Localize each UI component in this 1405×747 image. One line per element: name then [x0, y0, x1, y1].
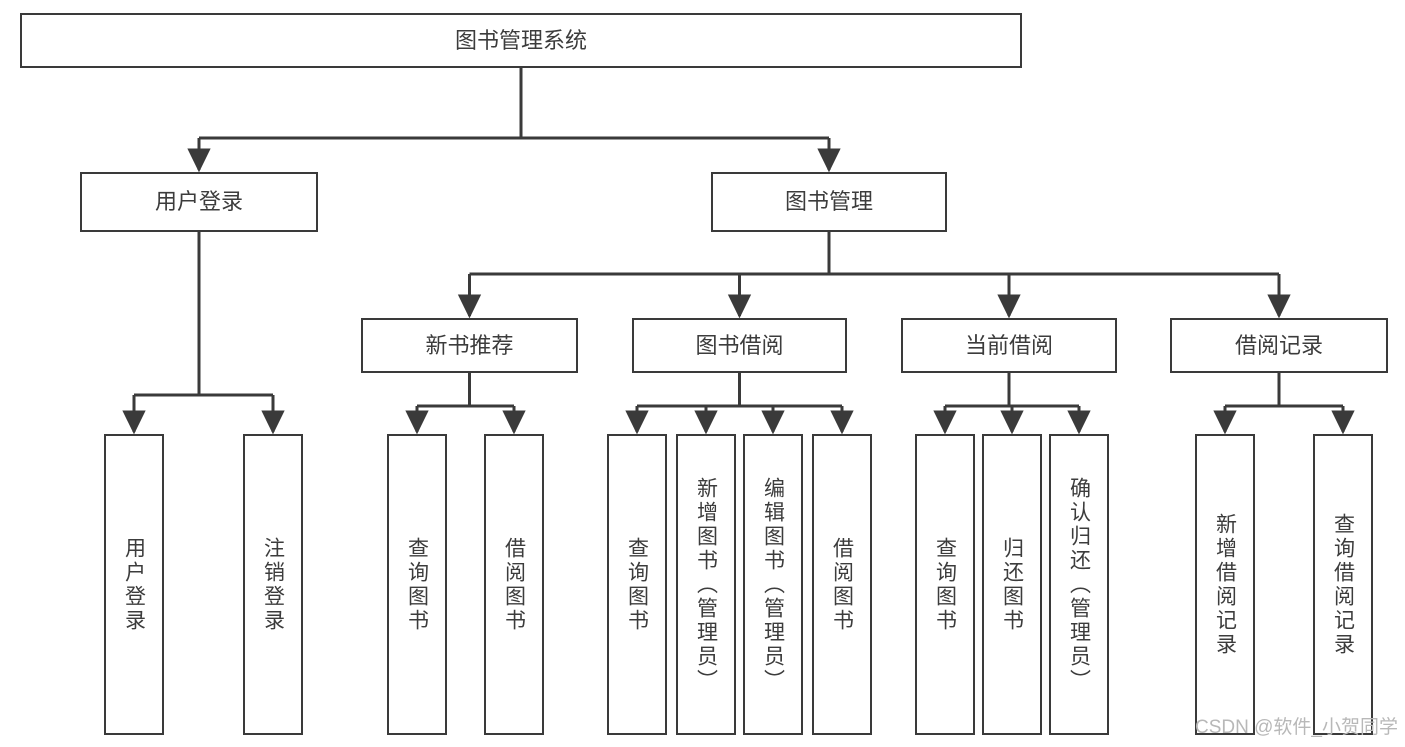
- node-label-leaf-logout: 注销登录: [261, 536, 285, 633]
- node-label-leaf-query1: 查询图书: [405, 536, 429, 633]
- node-records[interactable]: 借阅记录: [1170, 318, 1388, 373]
- node-label-leaf-borrow1: 借阅图书: [502, 536, 526, 633]
- node-leaf-borrow1[interactable]: 借阅图书: [484, 434, 544, 735]
- node-label-borrow: 图书借阅: [695, 332, 784, 358]
- node-leaf-editbook[interactable]: 编辑图书（管理员）: [743, 434, 803, 735]
- node-label-leaf-editbook: 编辑图书（管理员）: [761, 476, 785, 693]
- node-label-leaf-userlogin: 用户登录: [122, 536, 146, 633]
- node-leaf-query2[interactable]: 查询图书: [607, 434, 667, 735]
- node-label-leaf-query2: 查询图书: [625, 536, 649, 633]
- node-newbook[interactable]: 新书推荐: [361, 318, 578, 373]
- node-leaf-addrec[interactable]: 新增借阅记录: [1195, 434, 1255, 735]
- node-borrow[interactable]: 图书借阅: [632, 318, 847, 373]
- node-label-leaf-borrow2: 借阅图书: [830, 536, 854, 633]
- node-label-bookmgmt: 图书管理: [784, 189, 873, 215]
- node-leaf-query1[interactable]: 查询图书: [387, 434, 447, 735]
- node-label-leaf-return: 归还图书: [1000, 536, 1024, 633]
- node-label-leaf-queryrec: 查询借阅记录: [1331, 512, 1355, 657]
- node-label-current: 当前借阅: [964, 332, 1053, 358]
- node-leaf-query3[interactable]: 查询图书: [915, 434, 975, 735]
- node-leaf-borrow2[interactable]: 借阅图书: [812, 434, 872, 735]
- node-label-login: 用户登录: [154, 189, 243, 215]
- node-root[interactable]: 图书管理系统: [20, 13, 1022, 68]
- node-leaf-return[interactable]: 归还图书: [982, 434, 1042, 735]
- node-label-leaf-query3: 查询图书: [933, 536, 957, 633]
- node-label-root: 图书管理系统: [454, 27, 587, 53]
- node-label-leaf-confirm: 确认归还（管理员）: [1067, 476, 1091, 693]
- node-label-leaf-addrec: 新增借阅记录: [1213, 512, 1237, 657]
- node-current[interactable]: 当前借阅: [901, 318, 1117, 373]
- node-label-newbook: 新书推荐: [425, 332, 514, 358]
- node-leaf-logout[interactable]: 注销登录: [243, 434, 303, 735]
- node-leaf-addbook[interactable]: 新增图书（管理员）: [676, 434, 736, 735]
- node-label-leaf-addbook: 新增图书（管理员）: [694, 476, 718, 693]
- node-leaf-confirm[interactable]: 确认归还（管理员）: [1049, 434, 1109, 735]
- connector-lines: [122, 68, 1355, 435]
- node-leaf-userlogin[interactable]: 用户登录: [104, 434, 164, 735]
- node-bookmgmt[interactable]: 图书管理: [711, 172, 947, 232]
- node-label-records: 借阅记录: [1234, 332, 1323, 358]
- node-leaf-queryrec[interactable]: 查询借阅记录: [1313, 434, 1373, 735]
- node-login[interactable]: 用户登录: [80, 172, 318, 232]
